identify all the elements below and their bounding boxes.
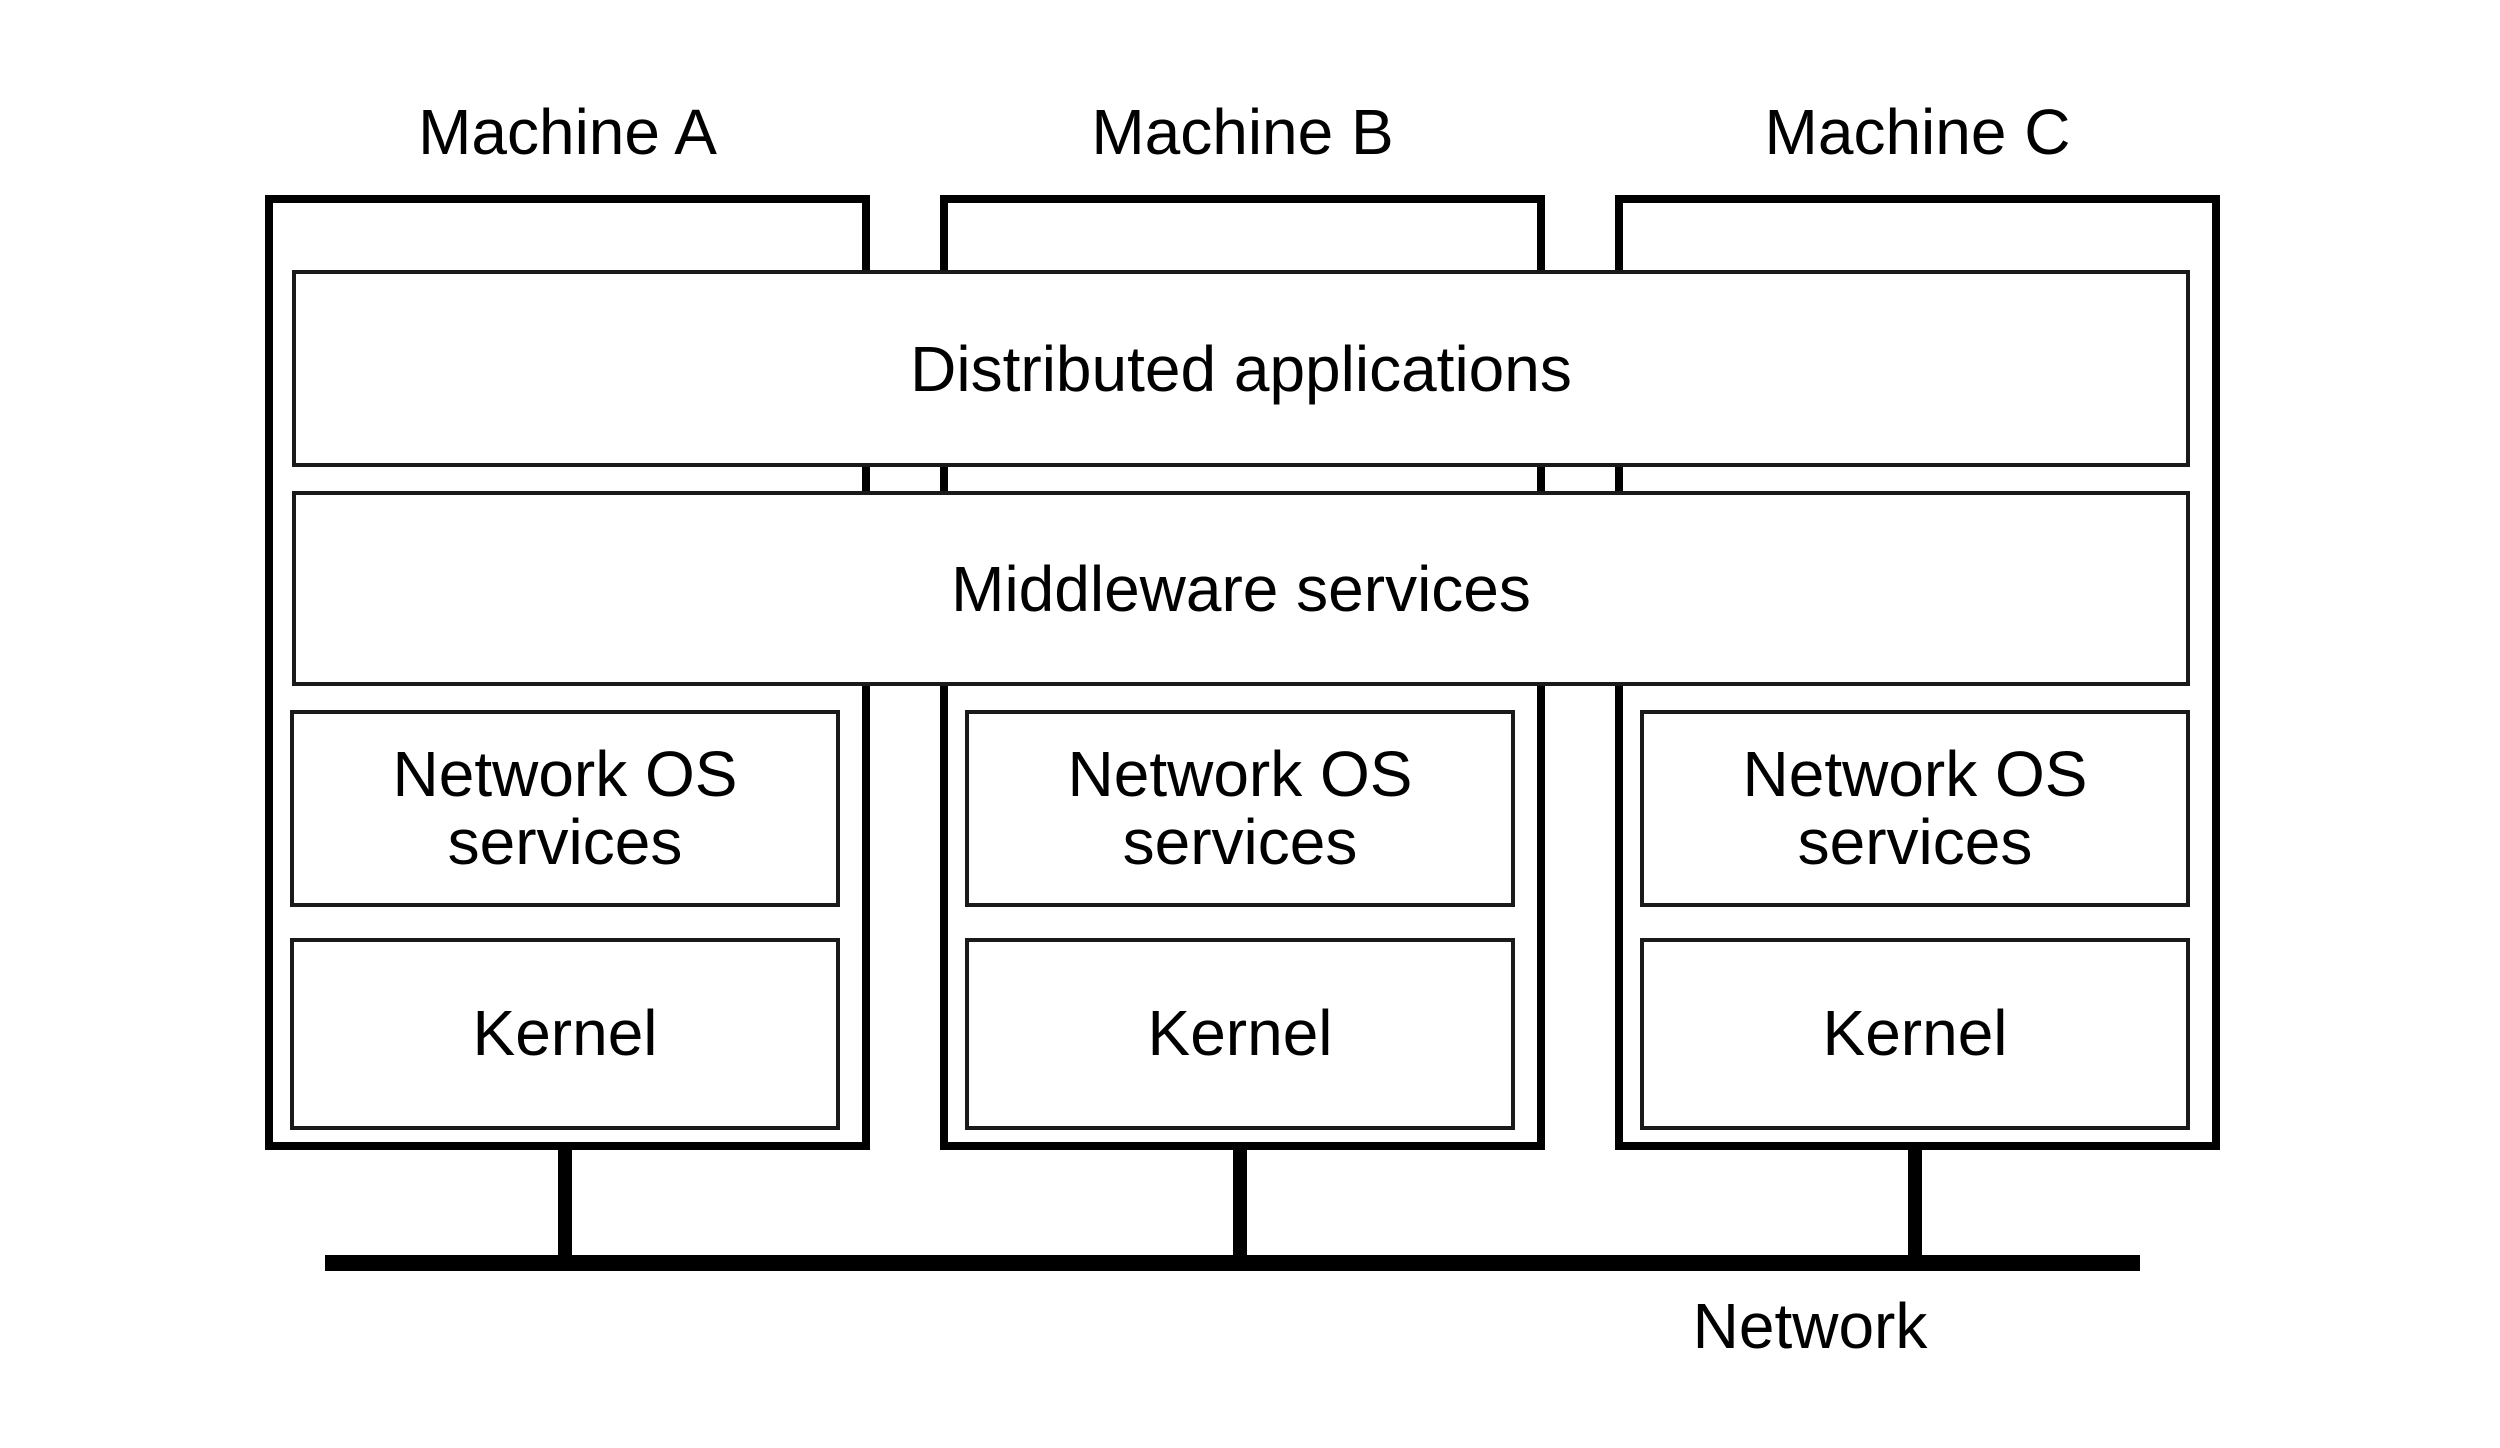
distributed-applications-label: Distributed applications: [910, 332, 1572, 405]
network-stub-machine-a: [558, 1143, 572, 1263]
kernel-label-machine-a: Kernel: [472, 997, 658, 1070]
machine-b-title: Machine B: [1091, 96, 1394, 168]
middleware-services-box: Middleware services: [292, 491, 2190, 686]
network-bus-line: [325, 1255, 2140, 1271]
kernel-box-machine-a: Kernel: [290, 938, 840, 1130]
network-stub-machine-b: [1233, 1143, 1247, 1263]
kernel-label-machine-c: Kernel: [1822, 997, 2008, 1070]
network-os-services-label-machine-c: Network OS services: [1742, 737, 2088, 878]
middleware-services-label: Middleware services: [951, 552, 1531, 625]
network-os-services-label-machine-a: Network OS services: [392, 737, 738, 878]
distributed-applications-box: Distributed applications: [292, 270, 2190, 467]
kernel-box-machine-c: Kernel: [1640, 938, 2190, 1130]
network-stub-machine-c: [1908, 1143, 1922, 1263]
network-os-services-box-machine-c: Network OS services: [1640, 710, 2190, 907]
network-os-services-box-machine-a: Network OS services: [290, 710, 840, 907]
kernel-box-machine-b: Kernel: [965, 938, 1515, 1130]
network-os-services-label-machine-b: Network OS services: [1067, 737, 1413, 878]
machine-c-title: Machine C: [1764, 96, 2071, 168]
network-os-services-box-machine-b: Network OS services: [965, 710, 1515, 907]
machine-a-title: Machine A: [418, 96, 717, 168]
network-label: Network: [1692, 1290, 1928, 1362]
kernel-label-machine-b: Kernel: [1147, 997, 1333, 1070]
